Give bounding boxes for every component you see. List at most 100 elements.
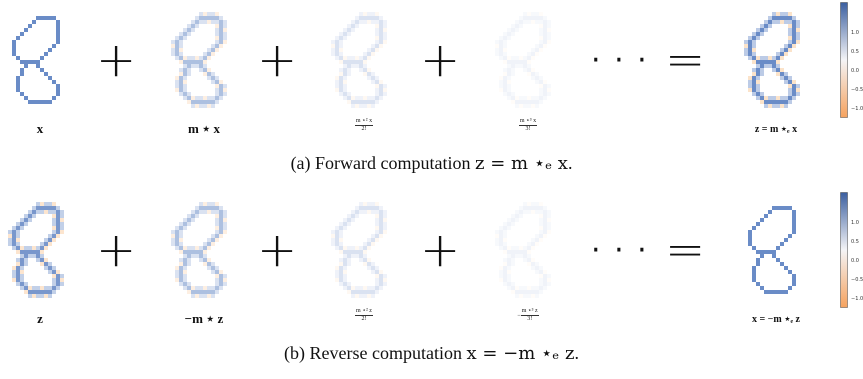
digit-pixel <box>507 258 511 262</box>
digit-pixel <box>535 80 539 84</box>
digit-pixel <box>367 72 371 76</box>
digit-pixel <box>788 48 792 52</box>
digit-pixel <box>351 96 355 100</box>
digit-pixel <box>363 254 367 258</box>
digit-pixel <box>784 80 788 84</box>
digit-pixel <box>44 52 48 56</box>
digit-pixel <box>207 206 211 210</box>
digit-pixel <box>195 96 199 100</box>
plus-operator: + <box>420 222 461 278</box>
digit-pixel <box>52 282 56 286</box>
digit-pixel <box>383 274 387 278</box>
digit-pixel <box>215 206 219 210</box>
digit-pixel <box>48 234 52 238</box>
digit-pixel <box>756 262 760 266</box>
digit-pixel <box>507 282 511 286</box>
digit-pixel <box>792 96 796 100</box>
digit-pixel <box>52 214 56 218</box>
plus-operator: + <box>257 32 298 88</box>
digit-pixel <box>535 262 539 266</box>
digit-pixel <box>539 16 543 20</box>
digit-pixel <box>343 258 347 262</box>
digit-pixel <box>507 72 511 76</box>
digit-pixel <box>547 88 551 92</box>
digit-pixel <box>203 60 207 64</box>
digit-pixel <box>788 84 792 88</box>
digit-pixel <box>207 48 211 52</box>
digit-pixel <box>339 230 343 234</box>
digit-pixel <box>535 270 539 274</box>
digit-pixel <box>191 20 195 24</box>
digit-pixel <box>335 226 339 230</box>
digit-pixel <box>215 96 219 100</box>
digit-pixel <box>179 242 183 246</box>
digit-image-m-conv-x <box>167 12 239 116</box>
digit-pixel <box>748 36 752 40</box>
digit-pixel <box>752 88 756 92</box>
digit-pixel <box>179 246 183 250</box>
digit-pixel <box>788 80 792 84</box>
digit-pixel <box>375 274 379 278</box>
digit-pixel <box>503 44 507 48</box>
digit-pixel <box>527 12 531 16</box>
digit-pixel <box>371 100 375 104</box>
digit-pixel <box>24 214 28 218</box>
digit-pixel <box>768 290 772 294</box>
digit-pixel <box>776 96 780 100</box>
digit-pixel <box>203 286 207 290</box>
digit-pixel <box>363 250 367 254</box>
digit-pixel <box>195 60 199 64</box>
term-label-z: z = m ⋆ₑ x <box>754 124 798 135</box>
digit-pixel <box>515 100 519 104</box>
digit-pixel <box>367 104 371 108</box>
digit-pixel <box>191 218 195 222</box>
digit-pixel <box>515 254 519 258</box>
digit-pixel <box>343 282 347 286</box>
digit-pixel <box>351 56 355 60</box>
digit-pixel <box>223 32 227 36</box>
digit-pixel <box>351 250 355 254</box>
digit-pixel <box>347 262 351 266</box>
digit-pixel <box>16 266 20 270</box>
digit-pixel <box>211 48 215 52</box>
digit-pixel <box>756 56 760 60</box>
digit-pixel <box>531 20 535 24</box>
digit-pixel <box>772 16 776 20</box>
digit-pixel <box>784 206 788 210</box>
digit-pixel <box>223 226 227 230</box>
digit-pixel <box>203 64 207 68</box>
digit-pixel <box>339 88 343 92</box>
digit-pixel <box>371 238 375 242</box>
digit-pixel <box>187 32 191 36</box>
digit-image-x <box>740 202 812 306</box>
digit-pixel <box>20 254 24 258</box>
digit-pixel <box>507 274 511 278</box>
digit-pixel <box>511 246 515 250</box>
digit-pixel <box>347 64 351 68</box>
digit-pixel <box>539 40 543 44</box>
digit-pixel <box>507 96 511 100</box>
digit-pixel <box>375 286 379 290</box>
digit-pixel <box>175 76 179 80</box>
digit-pixel <box>375 92 379 96</box>
digit-pixel <box>203 246 207 250</box>
digit-pixel <box>796 24 800 28</box>
digit-pixel <box>379 278 383 282</box>
digit-pixel <box>36 206 40 210</box>
digit-pixel <box>519 254 523 258</box>
digit-pixel <box>335 234 339 238</box>
digit-pixel <box>8 234 12 238</box>
digit-pixel <box>507 278 511 282</box>
digit-pixel <box>56 286 60 290</box>
digit-pixel <box>28 218 32 222</box>
digit-pixel <box>495 40 499 44</box>
digit-pixel <box>359 286 363 290</box>
digit-pixel <box>539 20 543 24</box>
digit-pixel <box>539 28 543 32</box>
digit-pixel <box>527 64 531 68</box>
digit-pixel <box>207 210 211 214</box>
digit-pixel <box>191 28 195 32</box>
digit-pixel <box>792 278 796 282</box>
digit-pixel <box>343 266 347 270</box>
digit-pixel <box>539 202 543 206</box>
